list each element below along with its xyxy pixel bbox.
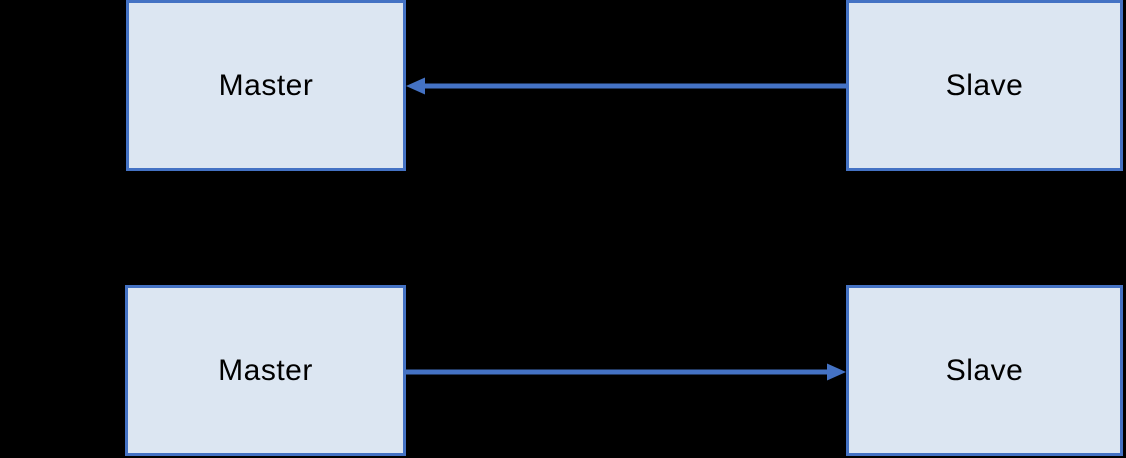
node-master-bottom: Master	[125, 285, 406, 456]
arrowhead-left-icon	[406, 77, 425, 95]
arrow-slave-to-master	[406, 77, 846, 95]
node-slave-bottom-label: Slave	[945, 353, 1024, 387]
node-slave-top: Slave	[846, 0, 1123, 171]
node-master-top-label: Master	[218, 68, 314, 102]
node-master-top: Master	[126, 0, 406, 171]
arrowhead-right-icon	[827, 363, 846, 381]
node-slave-bottom: Slave	[846, 285, 1123, 456]
node-slave-top-label: Slave	[945, 68, 1024, 102]
arrow-master-to-slave	[406, 363, 846, 381]
node-master-bottom-label: Master	[218, 353, 313, 387]
